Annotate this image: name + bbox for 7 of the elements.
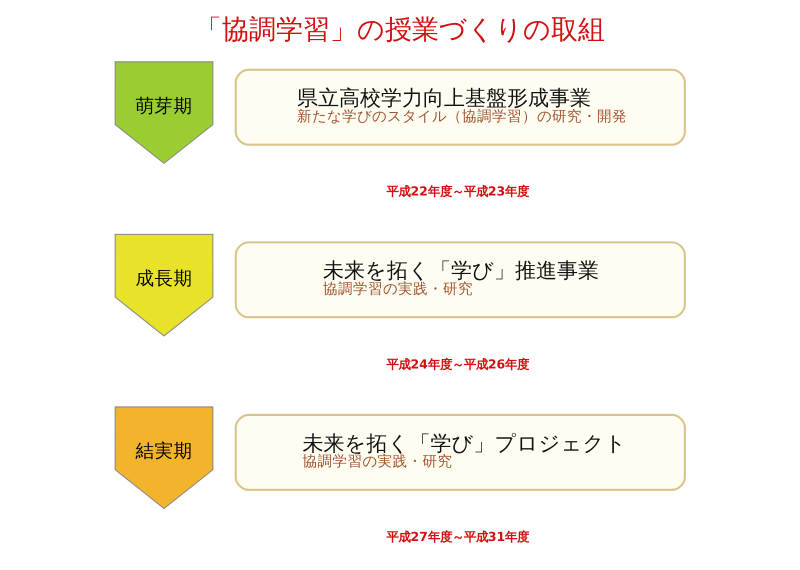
node-box: 未来を拓く「学び」プロジェクト 協調学習の実践・研究 <box>234 414 686 491</box>
node-box: 未来を拓く「学び」推進事業 協調学習の実践・研究 <box>234 241 686 318</box>
diagram-title: 「協調学習」の授業づくりの取組 <box>195 14 606 46</box>
node-label: 平成24年度～平成26年度 <box>386 356 530 372</box>
node-label: 平成22年度～平成23年度 <box>386 184 530 199</box>
node-label: 平成27年度～平成31年度 <box>386 528 530 544</box>
node-box: 県立高校学力向上基盤形成事業 新たな学びのスタイル（協調学習）の研究・開発 <box>234 68 686 146</box>
